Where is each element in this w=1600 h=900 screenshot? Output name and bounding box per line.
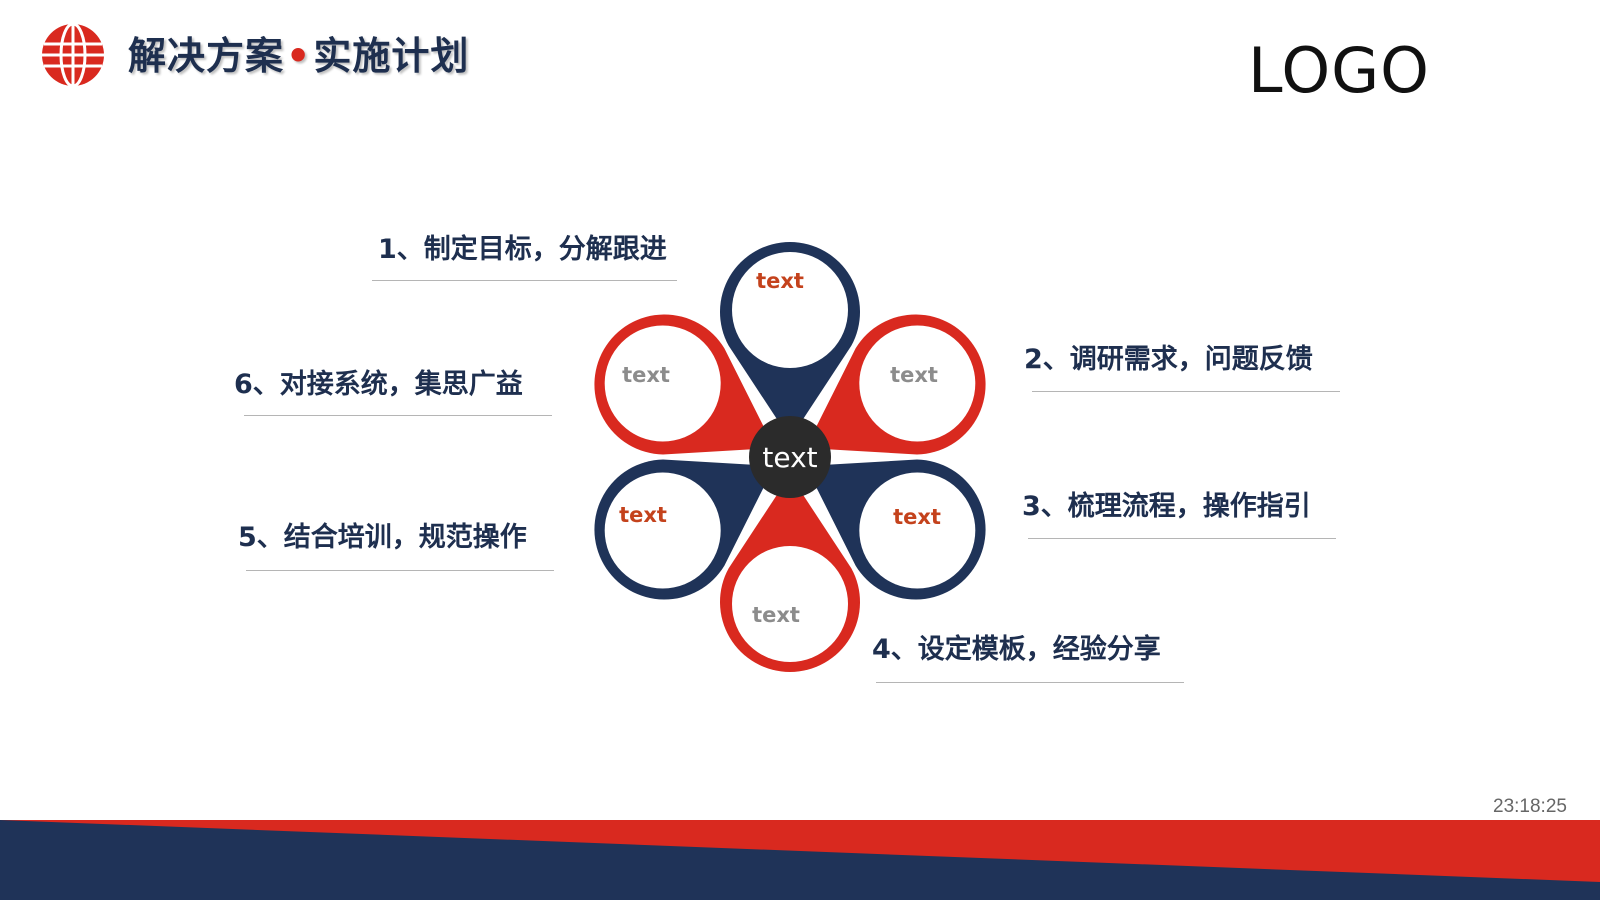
step-underline-5 xyxy=(246,570,554,571)
timestamp: 23:18:25 xyxy=(1493,796,1567,817)
title-part-1: 解决方案 xyxy=(128,34,285,78)
petal-label-lower-left: text xyxy=(619,503,667,527)
petal-inner-lower-right xyxy=(859,472,976,589)
center-circle xyxy=(749,416,831,498)
step-underline-4 xyxy=(876,682,1184,683)
logo-placeholder: LOGO xyxy=(1248,34,1430,107)
petal-label-lower-right: text xyxy=(893,505,941,529)
step-underline-3 xyxy=(1028,538,1336,539)
step-label-6: 6、对接系统，集思广益 xyxy=(234,369,523,400)
step-label-5: 5、结合培训，规范操作 xyxy=(238,522,527,553)
globe-logo-icon xyxy=(42,22,104,88)
title-part-2: 实施计划 xyxy=(313,34,470,78)
petal-inner-bottom xyxy=(732,546,848,662)
petal-label-upper-right: text xyxy=(890,363,938,387)
step-label-4: 4、设定模板，经验分享 xyxy=(872,634,1161,665)
petal-label-upper-left: text xyxy=(622,363,670,387)
petal-inner-top xyxy=(732,252,848,368)
title-dot: • xyxy=(286,34,312,78)
petal-inner-upper-right xyxy=(859,325,976,442)
step-label-1: 1、制定目标，分解跟进 xyxy=(378,234,667,265)
petal-label-bottom: text xyxy=(752,603,800,627)
petal-inner-upper-left xyxy=(604,325,721,442)
step-label-3: 3、梳理流程，操作指引 xyxy=(1022,491,1311,522)
petal-inner-lower-left xyxy=(604,472,721,589)
page-title: 解决方案•实施计划 xyxy=(128,28,469,84)
petal-label-top: text xyxy=(756,269,804,293)
center-label: text xyxy=(762,441,818,474)
footer-band xyxy=(0,820,1600,900)
step-underline-6 xyxy=(244,415,552,416)
step-underline-1 xyxy=(372,280,677,281)
step-underline-2 xyxy=(1032,391,1340,392)
step-label-2: 2、调研需求，问题反馈 xyxy=(1024,344,1313,375)
